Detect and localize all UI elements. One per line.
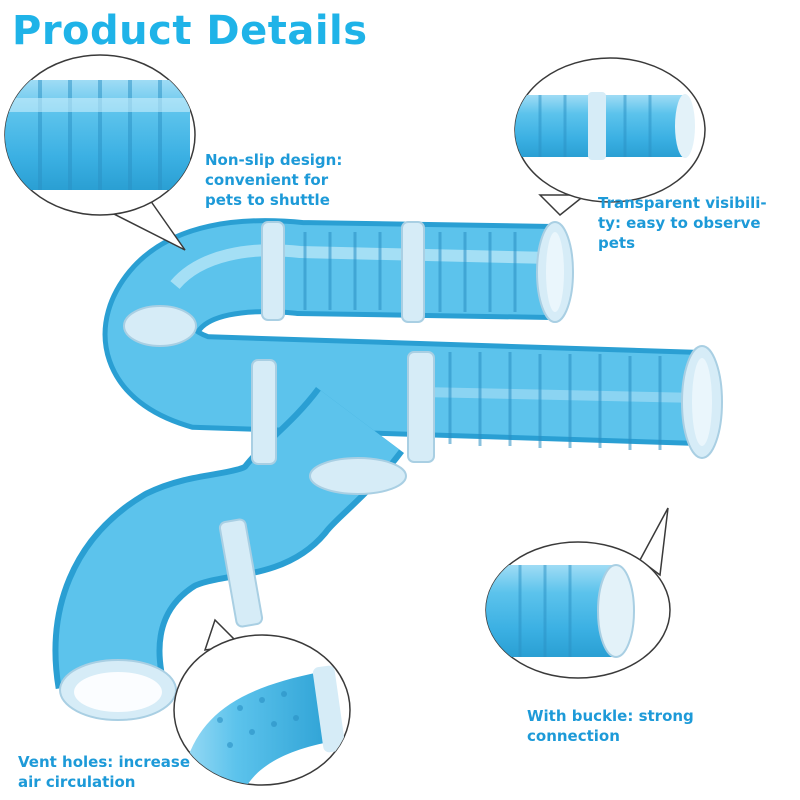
feature-transparent: Transparent visibili- ty: easy to observ… bbox=[598, 194, 767, 252]
callout-vent-holes bbox=[173, 618, 351, 786]
page-title: Product Details bbox=[12, 8, 368, 54]
feature-non-slip: Non-slip design: convenient for pets to … bbox=[205, 151, 343, 209]
feature-vent-holes: Vent holes: increase air circulation bbox=[18, 753, 190, 791]
feature-buckle: With buckle: strong connection bbox=[527, 707, 694, 745]
tube-connectors bbox=[59, 221, 723, 721]
callout-non-slip bbox=[4, 54, 196, 251]
tube-ribs bbox=[303, 232, 662, 450]
callout-transparent bbox=[514, 57, 706, 217]
callout-buckle bbox=[485, 507, 671, 679]
